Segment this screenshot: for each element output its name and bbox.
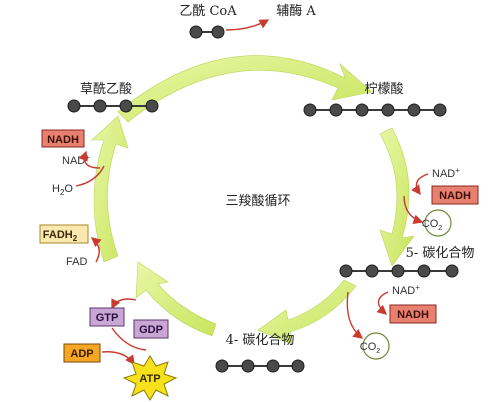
atp-label: ATP bbox=[139, 373, 160, 385]
water-input-arrow bbox=[75, 165, 105, 187]
four-carbon-molecule bbox=[215, 359, 305, 373]
atp-starburst: ATP bbox=[122, 355, 178, 401]
five-carbon-label: 5- 碳化合物 bbox=[406, 246, 475, 261]
nad-label-right-2: NAD+ bbox=[392, 283, 420, 297]
gtp-to-gdp-arrow bbox=[111, 327, 147, 351]
gdp-box: GDP bbox=[133, 319, 169, 339]
co2-label-2: CO2 bbox=[360, 341, 381, 355]
gtp-label: GTP bbox=[96, 312, 119, 324]
adp-label: ADP bbox=[70, 348, 93, 360]
oxaloacetate-label: 草酰乙酸 bbox=[80, 82, 132, 97]
cycle-arrow-bottom-left bbox=[135, 261, 217, 337]
nad-reduction-arrow-right-2 bbox=[376, 291, 389, 315]
acetyl-coa-molecule bbox=[189, 25, 225, 39]
four-carbon-label: 4- 碳化合物 bbox=[226, 333, 295, 348]
gdp-label: GDP bbox=[139, 324, 163, 336]
gtp-box: GTP bbox=[89, 307, 125, 327]
fadh2-label: FADH2 bbox=[43, 229, 78, 243]
nadh-box-left: NADH bbox=[41, 129, 85, 148]
co2-bubble-2: CO2 bbox=[360, 332, 390, 360]
co2-release-arrow-1 bbox=[403, 195, 424, 224]
nad-reduction-arrow-right-1 bbox=[411, 173, 429, 196]
acetyl-coa-label: 乙酰 CoA bbox=[179, 4, 237, 19]
fad-label: FAD bbox=[66, 256, 87, 268]
cycle-arrow-left bbox=[91, 115, 129, 263]
cycle-arrows bbox=[91, 55, 415, 345]
gtp-formation-arrow bbox=[111, 298, 137, 310]
nadh-box-right-1: NADH bbox=[431, 185, 479, 205]
water-label: H2O bbox=[52, 183, 73, 197]
co2-label-1: CO2 bbox=[422, 218, 443, 232]
adp-box: ADP bbox=[63, 343, 101, 363]
fadh2-box: FADH2 bbox=[39, 224, 89, 244]
cycle-arrow-right bbox=[379, 127, 415, 267]
fad-reduction-arrow bbox=[90, 237, 102, 263]
cycle-arrow-top bbox=[117, 55, 373, 123]
citrate-molecule bbox=[303, 103, 447, 117]
nadh-label-left: NADH bbox=[47, 134, 79, 146]
nadh-label-right-2: NADH bbox=[397, 309, 429, 321]
nad-reduction-arrow bbox=[78, 150, 101, 169]
cycle-arrow-bottom bbox=[257, 279, 357, 345]
co2-release-arrow-2 bbox=[346, 291, 364, 339]
adp-to-atp-arrow bbox=[101, 351, 135, 366]
citrate-label: 柠檬酸 bbox=[364, 82, 403, 97]
coenzyme-a-label: 辅酶 A bbox=[276, 3, 316, 19]
five-carbon-molecule bbox=[339, 264, 459, 278]
nadh-label-right-1: NADH bbox=[439, 190, 471, 202]
cycle-title: 三羧酸循环 bbox=[225, 193, 290, 209]
oxaloacetate-molecule bbox=[67, 99, 159, 113]
nadh-box-right-2: NADH bbox=[389, 304, 437, 324]
coenzyme-a-release-arrow bbox=[225, 19, 270, 31]
co2-bubble-1: CO2 bbox=[422, 209, 452, 237]
nad-label-right-1: NAD+ bbox=[432, 166, 460, 180]
nad-label-left: NAD+ bbox=[62, 153, 90, 167]
